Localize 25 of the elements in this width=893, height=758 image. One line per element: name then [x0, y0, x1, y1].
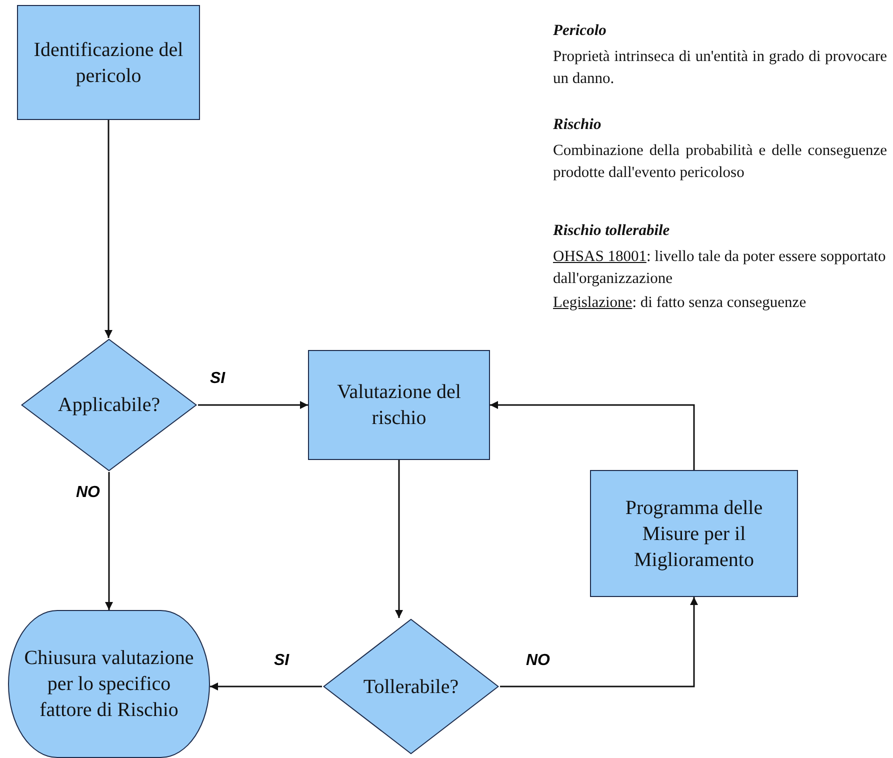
- definition-text: Proprietà intrinseca di un'entità in grado di provocare un danno.: [553, 47, 887, 90]
- node-label: Applicabile?: [58, 393, 160, 418]
- arrow: [395, 460, 403, 618]
- arrow: [210, 682, 322, 690]
- node-label: Tollerabile?: [363, 674, 459, 700]
- term-heading: Rischio tollerabile: [553, 221, 671, 241]
- term-heading: Rischio: [553, 115, 602, 135]
- node-label: Identificazione del pericolo: [32, 38, 184, 88]
- process-box: [308, 350, 490, 460]
- definition-text: OHSAS 18001: livello tale da poter essere sopportato dall'organizzazione: [553, 247, 887, 290]
- node-label: Valutazione del rischio: [336, 380, 462, 431]
- process-box: [590, 470, 798, 597]
- arrow: [104, 120, 112, 338]
- decision-diamond: [20, 338, 198, 472]
- term-heading: Pericolo: [553, 21, 608, 41]
- process-box: [17, 5, 200, 120]
- arrow: [500, 597, 698, 688]
- definition-text: Legislazione: di fatto senza conseguenze: [553, 293, 808, 313]
- node-label: Programma delle Misure per il Miglioramento: [624, 496, 764, 572]
- definition-text: Combinazione della probabilità e delle conseguenze prodotte dall'evento pericoloso: [553, 141, 887, 184]
- decision-diamond: [322, 618, 500, 755]
- arrow: [198, 401, 308, 409]
- arrow: [490, 401, 695, 470]
- node-label: Chiusura valutazione per lo specifico fattore di Rischio: [23, 646, 195, 723]
- arrow: [105, 472, 113, 610]
